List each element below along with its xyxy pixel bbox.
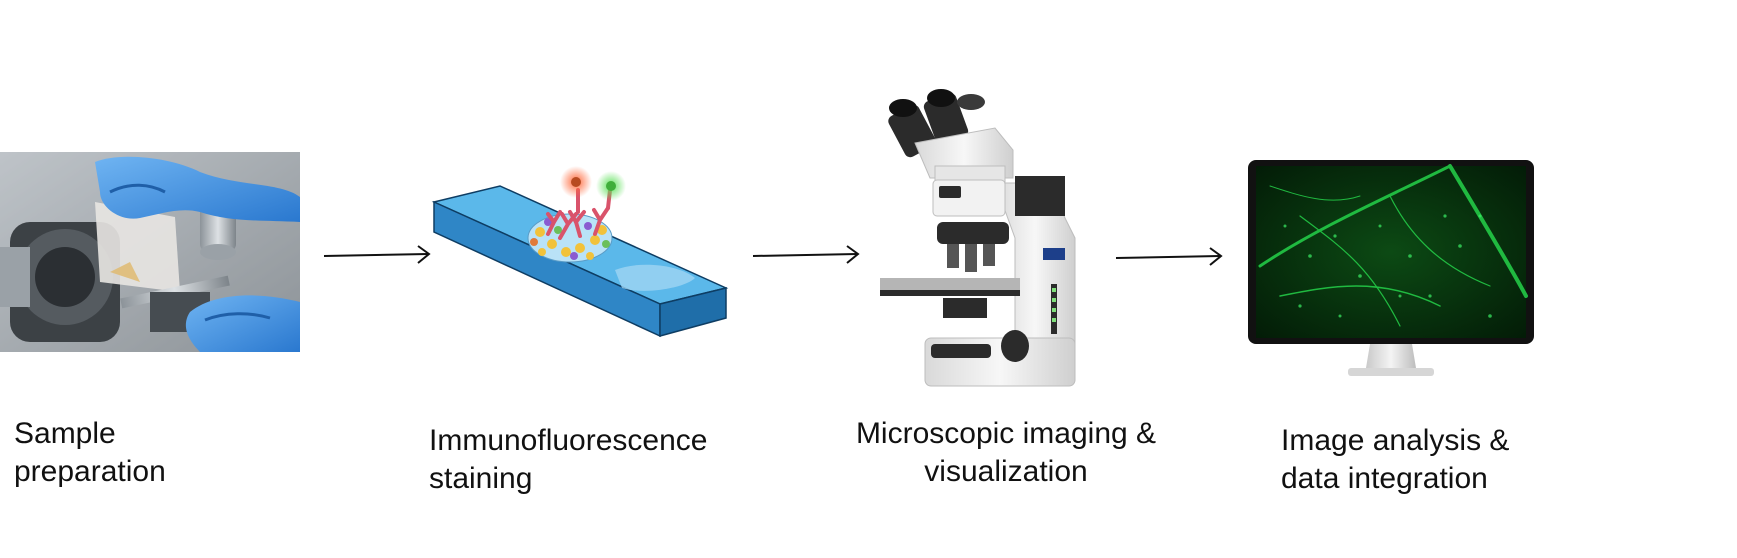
step-label-sample-preparation: Sample preparation [14,415,166,491]
step-label-line: preparation [14,455,166,488]
monitor-fluorescence-icon [1248,160,1534,376]
step-label-microscopic-imaging: Microscopic imaging & visualization [846,415,1166,491]
step-label-immunofluorescence-staining: Immunofluorescence staining [429,422,707,498]
step-label-line: data integration [1281,462,1488,495]
arrow-right-icon [1115,247,1223,266]
step-label-line: visualization [924,455,1088,488]
stained-glass-slide-icon [431,166,729,338]
arrow-right-icon [752,245,860,264]
step-label-line: Immunofluorescence [429,424,708,457]
step-label-line: Sample [14,417,116,450]
microscope-icon [880,89,1076,387]
arrow-right-icon [323,245,431,264]
gloved-hands-microtome-photo [0,152,300,352]
step-label-line: staining [429,462,533,495]
step-label-image-analysis: Image analysis & data integration [1281,422,1509,498]
step-label-line: Image analysis & [1281,424,1510,457]
step-label-line: Microscopic imaging & [855,417,1157,450]
